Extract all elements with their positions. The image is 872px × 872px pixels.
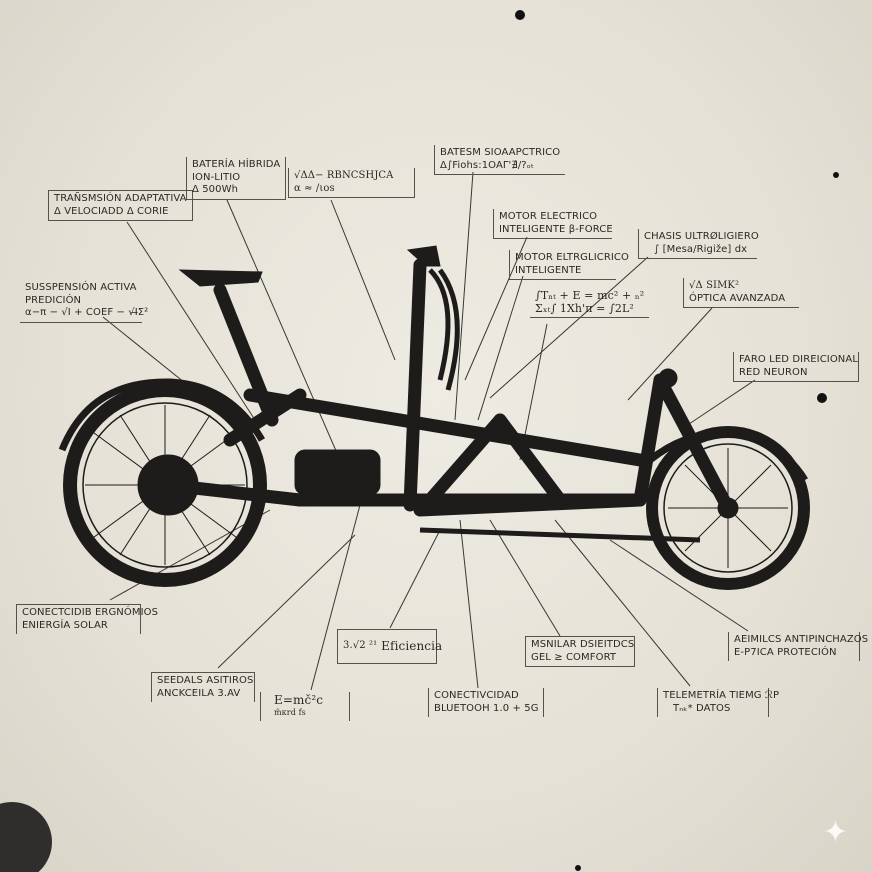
label-formula-mid: ∫Tₙₜ + E = mc² + ₙ² Σₓₜ∫ 1Xh'π = ∫2L²: [530, 288, 650, 318]
label-batesm: BATESM SIOAAPCTRICO Δ∫Fiohs:1OAΓ'∄/?ₒₜ: [434, 145, 566, 175]
label-faro: FARO LED DIREICIONAL RED NEURON: [733, 352, 859, 382]
leader-line: [126, 221, 256, 421]
leader-line: [464, 236, 528, 381]
label-motor-2: MOTOR ELTRGLICRICO INTELIGENTE: [509, 250, 629, 280]
leader-line: [109, 509, 271, 601]
label-line: SEEDALS ASITIROS: [157, 675, 254, 686]
head-tube: [633, 373, 667, 507]
saddle: [178, 269, 263, 287]
label-line: TRAÑSMSIÓN ADAPTATIVA: [54, 193, 187, 204]
chain-stay: [161, 478, 307, 507]
label-bateria: BATERÍA HÍBRIDA ION-LITIO Δ 500Wh: [186, 157, 287, 200]
label-suspension: SUSSPENSIÓN ACTIVA PREDICIÓN α−π − √I + …: [20, 280, 149, 323]
label-line: CONECTIVCIDAD: [434, 690, 519, 701]
label-transmision: TRAÑSMSIÓN ADAPTATIVA Δ VELOCIADD Δ CORI…: [48, 190, 193, 221]
label-line: √Δ SIMK²: [689, 280, 740, 291]
label-line: Δ VELOCIADD Δ CORIE: [54, 205, 169, 217]
label-formula-top: √ΔΔ− RBNCSHJCA α ≈ /ιos: [288, 168, 415, 198]
label-optica: √Δ SIMK² ÓPTICA AVANZADA: [683, 278, 799, 308]
label-line: Δ 500Wh: [192, 184, 239, 195]
label-line: α−π − √I + COEF − √I̶Σ²: [25, 307, 149, 318]
front-fender: [647, 429, 809, 482]
front-fork: [653, 373, 735, 515]
label-line: ANCKCEILA 3.AV: [157, 687, 241, 699]
label-conectividad-ergonomia: CONECTCIDIB ERGNÓMIOS ENIERGÍA SOLAR: [16, 604, 159, 634]
label-line: MOTOR ELTRGLICRICO: [515, 252, 629, 263]
label-line: Eficiencia: [381, 639, 443, 654]
leader-lines: [102, 171, 756, 691]
label-line: PREDICIÓN: [25, 294, 82, 306]
label-line: E-P7ICA PROTECIÓN: [734, 646, 837, 658]
label-motor-1: MOTOR ELECTRICO INTELIGENTE β-FORCE: [493, 209, 613, 239]
ink-specks: [0, 10, 839, 872]
label-line: √ΔΔ− RBNCSHJCA: [294, 170, 394, 181]
label-line: BATESM SIOAAPCTRICO: [440, 147, 561, 158]
label-line: INTELIGENTE: [515, 264, 582, 276]
leader-line: [609, 539, 749, 632]
leader-line: [310, 504, 361, 691]
label-line: α ≈ /ιos: [294, 182, 335, 194]
label-line: E=mč²c: [274, 693, 324, 707]
label-chasis: CHASIS ULTRØLIGIERO ∫ [Mesa/Rigiže] dx: [638, 229, 759, 259]
label-line: AEIMILCS ANTIPINCHAZOS: [734, 634, 869, 645]
label-line: SUSSPENSIÓN ACTIVA: [25, 282, 137, 293]
label-line: MOTOR ELECTRICO: [499, 211, 598, 222]
label-line: 3.√2 ²¹: [343, 640, 378, 652]
kickstand-rail: [419, 527, 701, 543]
label-line: ÓPTICA AVANZADA: [689, 292, 786, 304]
label-line: MSNILAR DSIEITDCS: [531, 639, 635, 650]
label-line: ∫Tₙₜ + E = mc² + ₙ²: [535, 289, 645, 302]
label-bluetooth: CONECTIVCIDAD BLUETOOH 1.0 + 5G: [428, 688, 544, 717]
leader-line: [679, 379, 756, 431]
label-eficiencia: 3.√2 ²¹ Eficiencia: [337, 629, 442, 664]
leader-line: [489, 519, 561, 637]
leader-line: [459, 519, 479, 689]
leader-line: [489, 256, 649, 399]
label-sillin: MSNILAR DSIEITDCS GEL ≥ COMFORT: [525, 636, 635, 667]
leader-line: [454, 171, 474, 421]
motor-battery: [294, 449, 381, 496]
label-line: Tₙₖ* DATOS: [673, 702, 731, 714]
headlight: [658, 368, 678, 388]
leader-line: [477, 275, 524, 421]
label-line: GEL ≥ COMFORT: [531, 651, 617, 663]
label-neumaticos: AEIMILCS ANTIPINCHAZOS E-P7ICA PROTECIÓN: [728, 632, 869, 661]
label-line: m̃κrd fs: [274, 707, 306, 717]
label-emc: E=mč²c m̃κrd fs: [260, 692, 350, 721]
label-line: ION-LITIO: [192, 171, 241, 183]
label-line: CONECTCIDIB ERGNÓMIOS: [22, 607, 159, 618]
top-tube: [243, 388, 647, 467]
bike-silhouette: [58, 245, 810, 590]
label-telemetria: TELEMETRÍA TIEMG ℛP Tₙₖ* DATOS: [657, 688, 780, 717]
label-line: RED NEURON: [739, 366, 808, 378]
label-line: TELEMETRÍA TIEMG ℛP: [663, 690, 780, 701]
leader-line: [330, 199, 396, 361]
label-line: ∫ [Mesa/Rigiže] dx: [654, 243, 748, 255]
leader-line: [217, 534, 356, 669]
rear-fender: [58, 378, 266, 452]
label-sensores: SEEDALS ASITIROS ANCKCEILA 3.AV: [151, 672, 255, 702]
label-line: FARO LED DIREICIONAL: [739, 354, 859, 365]
sparkle-icon: ✦: [822, 815, 848, 850]
leader-line: [627, 307, 713, 401]
stem: [403, 258, 427, 512]
label-line: Σₓₜ∫ 1Xh'π = ∫2L²: [535, 301, 634, 315]
leader-line: [554, 519, 691, 687]
leader-line: [389, 529, 441, 629]
handlebar: [406, 245, 441, 267]
label-line: CHASIS ULTRØLIGIERO: [644, 231, 759, 242]
rear-wheel: [63, 383, 267, 587]
label-line: BATERÍA HÍBRIDA: [192, 159, 281, 170]
label-line: INTELIGENTE β-FORCE: [499, 223, 613, 235]
label-line: ENIERGÍA SOLAR: [22, 619, 108, 631]
label-line: Δ∫Fiohs:1OAΓ'∄/?ₒₜ: [440, 159, 534, 171]
leader-line: [226, 199, 341, 461]
label-line: BLUETOOH 1.0 + 5G: [434, 702, 539, 714]
